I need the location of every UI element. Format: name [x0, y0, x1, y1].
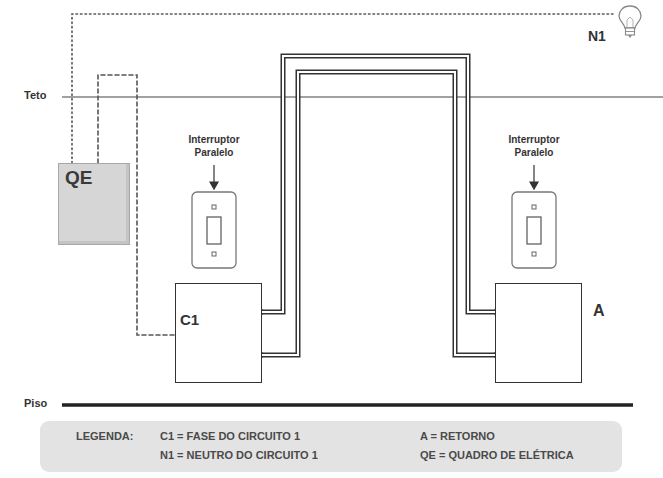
node-label: A [593, 302, 605, 320]
legend-title: LEGENDA: [76, 430, 133, 444]
switch-label: Interruptor Paralelo [179, 134, 249, 159]
junction-box: A [495, 283, 582, 383]
floor-line [62, 403, 633, 407]
legend-entry: N1 = NEUTRO DO CIRCUITO 1 [160, 449, 318, 461]
lamp: N1 [616, 3, 644, 43]
ceiling-label: Teto [24, 89, 46, 103]
switch-label: Interruptor Paralelo [499, 134, 569, 159]
node-label: C1 [180, 312, 199, 329]
ceiling-line [62, 96, 663, 97]
legend-entry: C1 = FASE DO CIRCUITO 1 [160, 430, 300, 442]
electrical-panel: QE [58, 163, 130, 245]
node-label: N1 [588, 29, 606, 44]
traveller-wire [262, 72, 495, 355]
lamp-bulb [616, 3, 644, 43]
switch-plate [192, 192, 236, 268]
switch-plate [512, 192, 556, 268]
legend-panel [40, 421, 622, 472]
legend-entry: QE = QUADRO DE ELÉTRICA [420, 449, 574, 461]
node-label: QE [65, 168, 92, 189]
pointer-arrow [210, 165, 538, 189]
floor-label: Piso [24, 397, 47, 411]
wire [72, 14, 616, 163]
legend-entry: A = RETORNO [420, 430, 495, 442]
junction-box: C1 [175, 283, 262, 383]
